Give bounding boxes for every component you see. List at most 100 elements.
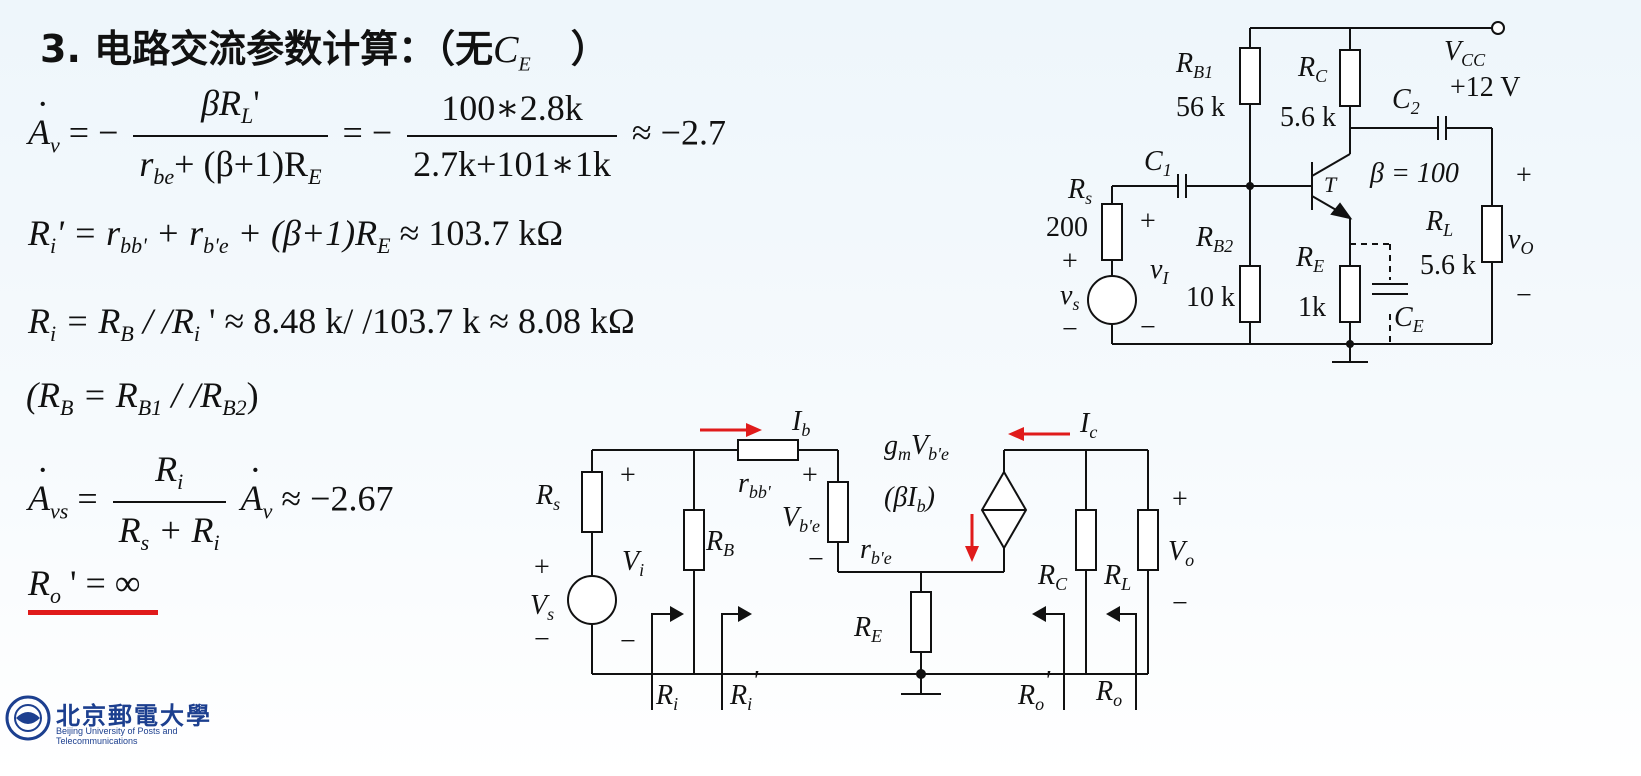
vi-label: vI [1150,254,1169,288]
rs-resistor [1101,203,1123,261]
beta-ib-label: (βIb) [884,482,935,516]
vs2-source [567,575,617,625]
av-frac-1: βRL' rbe+ (β+1)RE [133,82,328,190]
avs-frac: Ri Rs + Ri [112,448,226,556]
ro2-port-arrow [1032,606,1046,622]
ri2-port-label: Ri' [729,666,759,714]
av-num1-prime: ' [253,83,260,123]
rl2-resistor [1137,509,1159,571]
rc-label: RC [1297,52,1328,86]
rb2-value: 10 k [1186,282,1235,313]
re-resistor [1339,265,1361,323]
rl-label: RL [1425,206,1453,240]
beta-label: β = 100 [1369,158,1459,189]
ri-slash-sub: i [193,321,200,346]
vo2-minus: − [1172,588,1188,619]
rs-value: 200 [1046,212,1088,243]
av-result: ≈ −2.7 [631,112,726,153]
equation-ri-prime: Ri' = rbb' + rb'e + (β+1)RE ≈ 103.7 kΩ [28,212,563,259]
emitter-arrow [1330,202,1353,220]
ri-eq: = R [56,301,121,341]
vo-plus: + [1516,160,1532,191]
ro2-port-label: Ro' [1017,666,1051,714]
rb-sub2: B1 [137,395,163,420]
av-lhs-sub: v [50,132,60,158]
rbb-resistor [737,439,799,461]
av-den1b-sub: E [308,164,322,189]
vbe-plus: + [802,460,818,491]
vs2-minus: − [534,624,550,655]
title-ce: CE [493,29,531,76]
rb-sub1: B [59,395,74,420]
ib-red-arrow [746,423,762,437]
slide-title: 3. 电路交流参数计算：（无CE ） [40,18,609,77]
junction-base [1246,182,1254,190]
rc2-resistor [1075,509,1097,571]
av-num2: 100∗2.8k [407,87,617,137]
vcc-terminal [1491,21,1505,35]
rc2-label: RC [1037,560,1068,594]
rs-label: Rs [1067,174,1092,208]
vi2-minus: − [620,626,636,657]
rb1-resistor [1239,47,1261,105]
ri-lhs-sub: i [50,321,57,346]
circuit-bottom: Ib Ic gmVb'e (βIb) Rs RB rbb' Vb'e rb'e … [530,406,1194,714]
av-frac-2: 100∗2.8k 2.7k+101∗1k [407,87,617,185]
avs-den-sub1: s [140,530,150,555]
re-value: 1k [1298,292,1326,323]
vs-label: vs [1060,280,1079,314]
rl2-label: RL [1103,560,1131,594]
vo-label: vO [1508,224,1533,258]
ic-red-arrow [1008,427,1024,441]
vcc-value: +12 V [1450,72,1521,103]
rb-eq: = R [73,375,138,415]
rb2-label: RB2 [1195,222,1233,256]
rb1-label: RB1 [1175,48,1213,82]
re2-resistor [910,591,932,653]
ri-prime-rhs: ' = r [56,213,121,253]
vs2-plus: + [534,552,550,583]
avs-num-sub: i [177,469,184,494]
ri-result: ' ≈ 8.48 k/ /103.7 k ≈ 8.08 kΩ [200,301,635,341]
equation-ro-prime: Ro ' = ∞ [28,562,140,609]
gm-label: gmVb'e [884,430,949,464]
avs-tail-sub: v [262,498,273,524]
ri-sub-be: b'e [203,233,229,258]
rb1-value: 56 k [1176,92,1225,123]
vs-plus: + [1062,246,1078,277]
ri-port-arrow [670,606,684,622]
avs-result: ≈ −2.67 [272,478,394,519]
avs-lhs-sub: vs [50,498,69,524]
rl-value: 5.6 k [1420,250,1476,281]
ri-prime-sub: i [50,233,57,258]
vbe-label: Vb'e [782,502,820,536]
logo-name: 北京郵電大學 [56,702,212,730]
title-prefix: 3. 电路交流参数计算：（无 [40,27,494,71]
vo-minus: − [1516,280,1532,311]
vi-plus: + [1140,206,1156,237]
circuit-top: RB1 56 k RC 5.6 k VCC +12 V C2 C1 β = 10… [1046,21,1533,363]
equation-av: Av = − βRL' rbe+ (β+1)RE = − 100∗2.8k 2.… [28,82,726,190]
ri-port-label: Ri [655,680,678,714]
university-logo: 北京郵電大學 Beijing University of Posts and T… [4,694,244,746]
vi2-label: Vi [622,546,644,580]
avs-lhs: A [28,449,50,519]
university-emblem-icon [5,695,51,741]
ro-sub: o [50,583,61,608]
ri-prime-letter: R [28,213,50,253]
ro-rhs: ' = ∞ [61,563,141,603]
ro-port-label: Ro [1095,676,1122,710]
rl-resistor [1481,205,1503,263]
title-suffix: ） [570,27,609,71]
av-den1b: + (β+1)R [174,144,309,184]
avs-lhs-letter: A [28,478,50,519]
ri-prime-result: ≈ 103.7 kΩ [390,213,564,253]
re-label: RE [1295,242,1324,276]
ro-lhs: R [28,563,50,603]
rb-sub3: B2 [222,395,247,420]
equation-avs: Avs = Ri Rs + Ri Av ≈ −2.67 [28,448,393,556]
ri-tail: + (β+1)R [228,213,378,253]
c1-label: C1 [1144,146,1172,180]
vo2-label: Vo [1168,536,1194,570]
ic-label: Ic [1079,408,1097,442]
